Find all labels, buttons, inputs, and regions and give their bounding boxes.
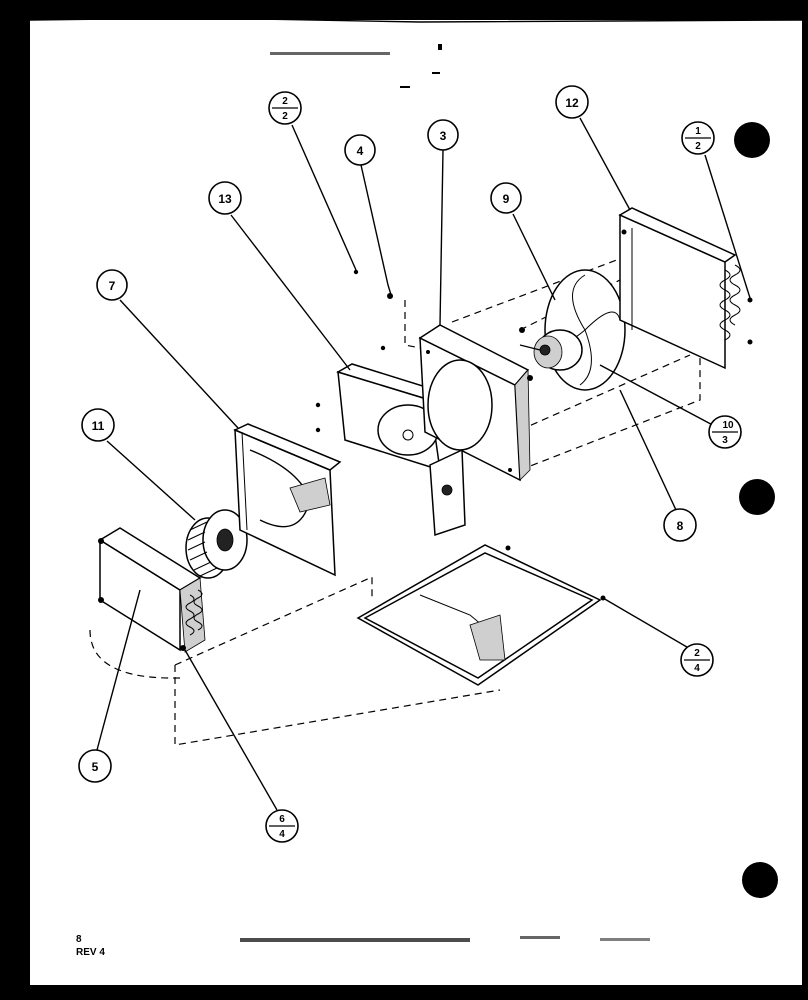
base-pan bbox=[356, 544, 606, 686]
callout-12-label: 12 bbox=[565, 96, 579, 110]
blower-wheel-part-11 bbox=[185, 509, 248, 579]
callout-11: 11 bbox=[81, 408, 115, 442]
leader-lines bbox=[96, 117, 751, 811]
callout-3: 3 bbox=[427, 119, 459, 151]
condenser-coil-part-12 bbox=[618, 207, 753, 370]
callout-9: 9 bbox=[490, 182, 522, 214]
callout-7-label: 7 bbox=[109, 279, 116, 293]
callout-10-3: 10 3 bbox=[708, 415, 742, 449]
callout-9-label: 9 bbox=[503, 192, 510, 206]
paper-sheet bbox=[30, 20, 802, 985]
scan-specks bbox=[60, 44, 800, 991]
callout-10-3-den: 3 bbox=[722, 435, 728, 446]
fan-motor-part-10 bbox=[519, 327, 583, 381]
callout-10-3-num: 10 bbox=[722, 420, 734, 431]
callout-5: 5 bbox=[78, 749, 112, 783]
callout-2-4: 2 4 bbox=[680, 643, 714, 677]
partition-panel-part-13 bbox=[315, 345, 466, 537]
callout-13: 13 bbox=[208, 181, 242, 215]
callout-4-label: 4 bbox=[357, 144, 364, 158]
binder-hole-middle bbox=[739, 479, 775, 515]
callout-13-label: 13 bbox=[218, 192, 232, 206]
callout-8: 8 bbox=[663, 508, 697, 542]
callout-3-label: 3 bbox=[440, 129, 447, 143]
callout-8-label: 8 bbox=[677, 519, 684, 533]
callout-6-4-num: 6 bbox=[279, 814, 285, 825]
screw-part-4 bbox=[353, 269, 393, 299]
callout-2-2: 2 2 bbox=[268, 91, 302, 125]
callout-6-4-den: 4 bbox=[279, 829, 285, 840]
callout-2-4-num: 2 bbox=[694, 648, 700, 659]
callout-1-2: 1 2 bbox=[681, 121, 715, 155]
callout-12: 12 bbox=[555, 85, 589, 119]
binder-hole-bottom bbox=[742, 862, 778, 898]
evaporator-coil-part-5 bbox=[98, 527, 206, 653]
callout-2-2-num: 2 bbox=[282, 96, 288, 107]
condenser-shroud-part-3 bbox=[418, 324, 531, 482]
binder-hole-top bbox=[734, 122, 770, 158]
scan-border-top bbox=[29, 17, 803, 23]
callout-6-4: 6 4 bbox=[265, 809, 299, 843]
callout-1-2-num: 1 bbox=[695, 126, 701, 137]
blower-housing-part-7 bbox=[233, 423, 342, 577]
callout-5-label: 5 bbox=[92, 760, 99, 774]
page-number: 8 bbox=[76, 934, 82, 945]
callout-2-4-den: 4 bbox=[694, 663, 700, 674]
callout-7: 7 bbox=[96, 269, 128, 301]
callout-1-2-den: 2 bbox=[695, 141, 701, 152]
callout-2-2-den: 2 bbox=[282, 111, 288, 122]
callout-11-label: 11 bbox=[92, 419, 105, 433]
revision-label: REV 4 bbox=[76, 947, 105, 958]
callout-4: 4 bbox=[344, 134, 376, 166]
